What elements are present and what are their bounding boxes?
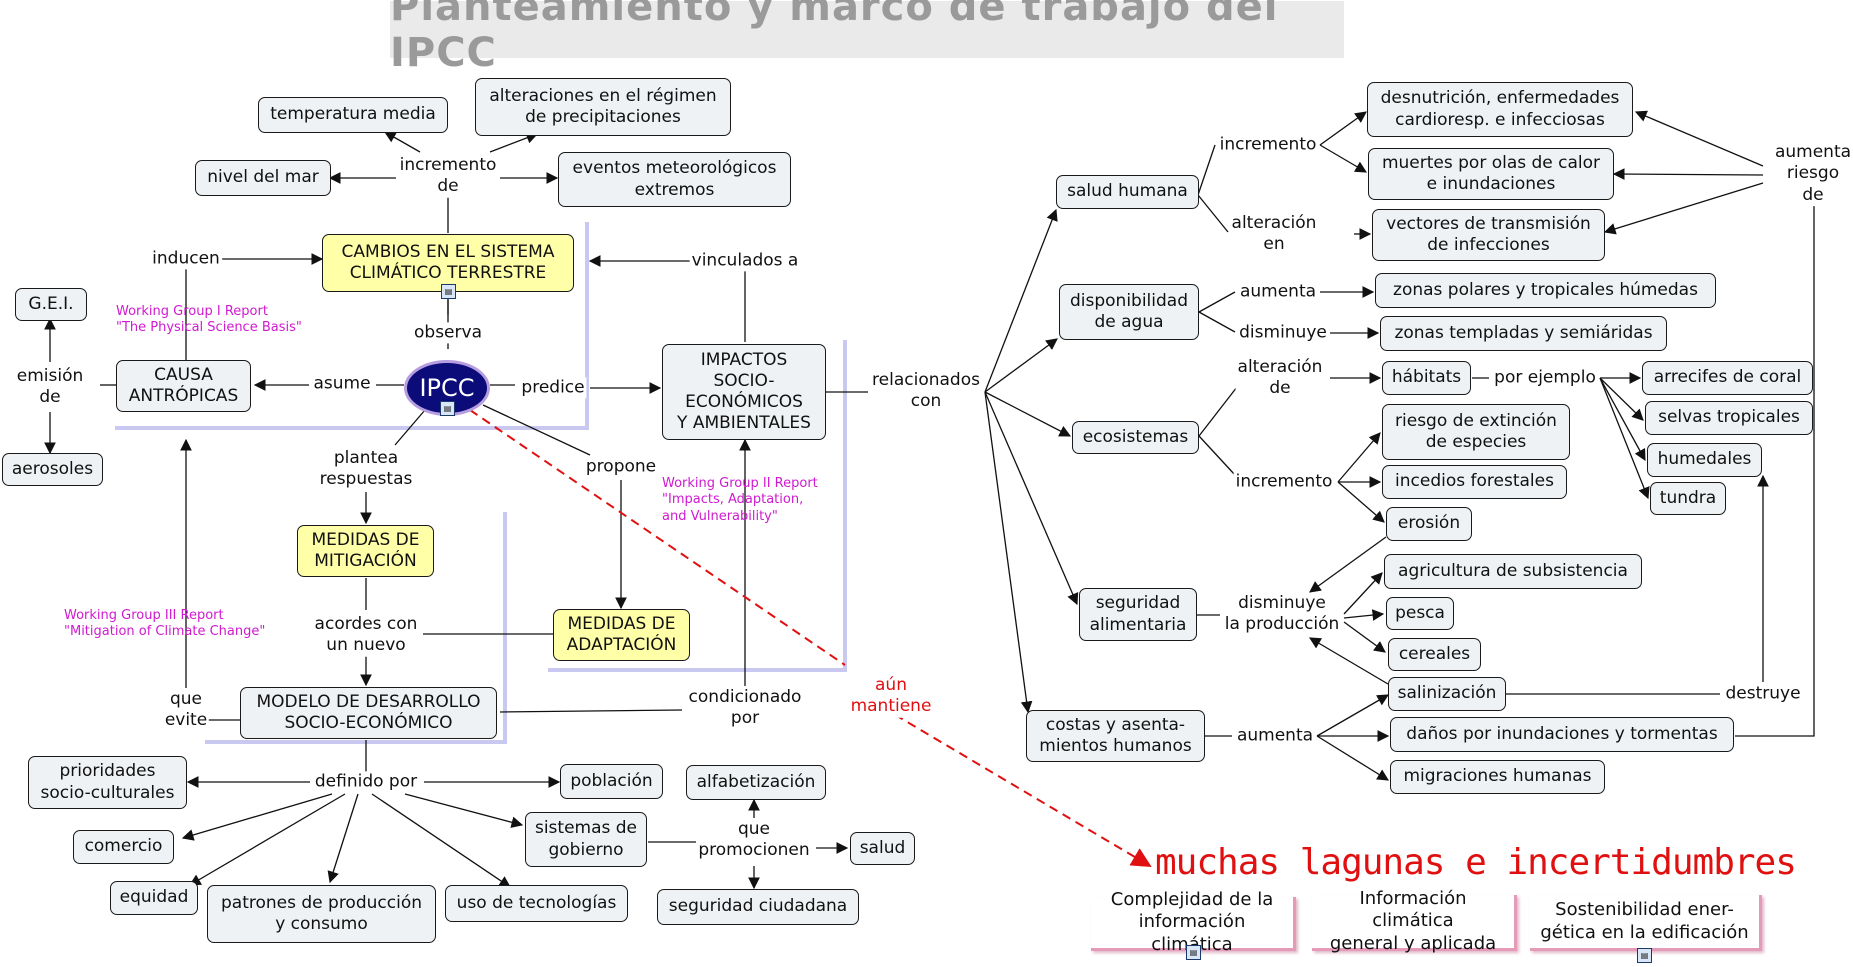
node-migraciones[interactable]: migraciones humanas [1390, 760, 1605, 794]
label-emision-de: emisión de [14, 365, 86, 409]
node-vectores[interactable]: vectores de transmisión de infecciones [1372, 209, 1605, 261]
label-acordes-con: acordes con un nuevo [312, 613, 420, 657]
node-ipcc[interactable]: IPCC [404, 360, 490, 416]
label-disminuye-produccion: disminuye la producción [1222, 592, 1342, 636]
node-salinizacion[interactable]: salinización [1388, 677, 1506, 711]
cambios-attachment-icon[interactable]: ▤ [441, 284, 456, 299]
node-alfabetizacion[interactable]: alfabetización [686, 765, 826, 800]
node-zonas-polares[interactable]: zonas polares y tropicales húmedas [1375, 273, 1716, 308]
node-zonas-templadas[interactable]: zonas templadas y semiáridas [1380, 316, 1667, 351]
aun-mantiene-connector [469, 409, 846, 666]
node-prioridades[interactable]: prioridades socio-culturales [28, 756, 187, 809]
annotation-working-group-3: Working Group III Report "Mitigation of … [64, 608, 266, 640]
node-aerosoles[interactable]: aerosoles [2, 453, 103, 486]
annotation-working-group-2: Working Group II Report "Impacts, Adapta… [662, 476, 818, 524]
label-incremento-de: incremento de [397, 154, 499, 198]
edges-right [984, 110, 1815, 781]
label-asume: asume [311, 373, 373, 395]
label-incremento-salud: incremento [1217, 134, 1319, 156]
node-ecosistemas[interactable]: ecosistemas [1072, 421, 1199, 454]
node-muertes-olas[interactable]: muertes por olas de calor e inundaciones [1368, 148, 1614, 200]
node-cambios-sistema-climatico[interactable]: CAMBIOS EN EL SISTEMA CLIMÁTICO TERRESTR… [322, 234, 574, 292]
label-inducen: inducen [150, 248, 222, 270]
node-danos-inundaciones[interactable]: daños por inundaciones y tormentas [1390, 717, 1734, 752]
node-arrecifes[interactable]: arrecifes de coral [1642, 361, 1813, 395]
node-causa-antropicas[interactable]: CAUSA ANTRÓPICAS [116, 360, 251, 412]
node-desnutricion[interactable]: desnutrición, enfermedades cardioresp. e… [1367, 82, 1633, 137]
node-riesgo-extincion[interactable]: riesgo de extinción de especies [1382, 404, 1570, 460]
label-alteracion-de: alteración de [1235, 356, 1325, 400]
page-title: Planteamiento y marco de trabajo del IPC… [390, 0, 1279, 76]
node-medidas-mitigacion[interactable]: MEDIDAS DE MITIGACIÓN [297, 525, 434, 577]
node-poblacion[interactable]: población [560, 764, 663, 799]
working-group-brackets [115, 222, 847, 744]
node-modelo-desarrollo[interactable]: MODELO DE DESARROLLO SOCIO-ECONÓMICO [240, 687, 497, 739]
node-erosion[interactable]: erosión [1386, 507, 1472, 541]
doc-sostenibilidad-attachment-icon[interactable]: ▤ [1637, 948, 1652, 963]
label-aumenta-costas: aumenta [1234, 725, 1316, 747]
node-disponibilidad-agua[interactable]: disponibilidad de agua [1059, 284, 1199, 340]
node-gei[interactable]: G.E.I. [15, 288, 87, 321]
node-equidad[interactable]: equidad [110, 881, 198, 915]
node-seguridad-ciudadana[interactable]: seguridad ciudadana [657, 889, 859, 925]
label-incremento-eco: incremento [1233, 471, 1335, 493]
node-impactos[interactable]: IMPACTOS SOCIO- ECONÓMICOS Y AMBIENTALES [662, 344, 826, 440]
label-disminuye-agua: disminuye [1237, 322, 1329, 344]
node-seguridad-alimentaria[interactable]: seguridad alimentaria [1079, 588, 1197, 641]
doc-sostenibilidad[interactable]: Sostenibilidad ener- gética en la edific… [1530, 895, 1762, 951]
node-incendios[interactable]: incedios forestales [1382, 465, 1567, 499]
conclusion-text: muchas lagunas e incertidumbres [1155, 842, 1797, 883]
node-tundra[interactable]: tundra [1650, 482, 1726, 515]
doc-complejidad[interactable]: Complejidad de la información climática [1091, 889, 1296, 955]
node-patrones-produccion[interactable]: patrones de producción y consumo [207, 885, 436, 943]
label-definido-por: definido por [312, 771, 420, 793]
node-pesca[interactable]: pesca [1386, 597, 1454, 630]
ipcc-attachment-icon[interactable]: ▤ [440, 401, 455, 416]
node-agricultura[interactable]: agricultura de subsistencia [1384, 554, 1642, 589]
title-banner: Planteamiento y marco de trabajo del IPC… [390, 0, 1344, 76]
node-uso-tecnologias[interactable]: uso de tecnologías [445, 885, 628, 922]
label-que-promocionen: que promocionen [696, 818, 812, 862]
node-salud-humana[interactable]: salud humana [1056, 175, 1199, 209]
node-humedales[interactable]: humedales [1647, 443, 1762, 477]
node-sistemas-gobierno[interactable]: sistemas de gobierno [525, 812, 647, 867]
doc-complejidad-attachment-icon[interactable]: ▤ [1186, 945, 1201, 960]
label-predice: predice [519, 377, 587, 399]
node-selvas[interactable]: selvas tropicales [1645, 401, 1813, 435]
node-eventos-meteorologicos[interactable]: eventos meteorológicos extremos [558, 152, 791, 207]
label-relacionados-con: relacionados con [870, 369, 982, 413]
label-aumenta-riesgo: aumenta riesgo de [1772, 142, 1853, 206]
label-alteracion-en: alteración en [1229, 212, 1319, 256]
label-vinculados-a: vinculados a [689, 250, 801, 272]
label-que-evite: que evite [162, 688, 210, 732]
label-aumenta-agua: aumenta [1237, 281, 1319, 303]
annotation-working-group-1: Working Group I Report "The Physical Sci… [116, 304, 302, 336]
node-habitats[interactable]: hábitats [1382, 361, 1471, 395]
doc-informacion[interactable]: Información climática general y aplicada [1312, 888, 1517, 954]
node-medidas-adaptacion[interactable]: MEDIDAS DE ADAPTACIÓN [553, 609, 690, 661]
node-cereales[interactable]: cereales [1388, 638, 1481, 671]
node-nivel-del-mar[interactable]: nivel del mar [195, 160, 331, 196]
node-temperatura-media[interactable]: temperatura media [258, 97, 448, 133]
label-aun-mantiene: aún mantiene [848, 674, 934, 718]
node-alteraciones-regimen[interactable]: alteraciones en el régimen de precipitac… [475, 78, 731, 136]
label-condicionado-por: condicionado por [686, 686, 804, 730]
label-propone: propone [583, 456, 659, 478]
label-observa: observa [412, 322, 484, 344]
label-por-ejemplo: por ejemplo [1492, 367, 1598, 389]
node-salud[interactable]: salud [850, 832, 915, 865]
node-comercio[interactable]: comercio [73, 830, 174, 864]
label-plantea-respuestas: plantea respuestas [317, 447, 415, 491]
node-costas[interactable]: costas y asenta- mientos humanos [1026, 710, 1205, 762]
label-destruye: destruye [1723, 683, 1803, 705]
